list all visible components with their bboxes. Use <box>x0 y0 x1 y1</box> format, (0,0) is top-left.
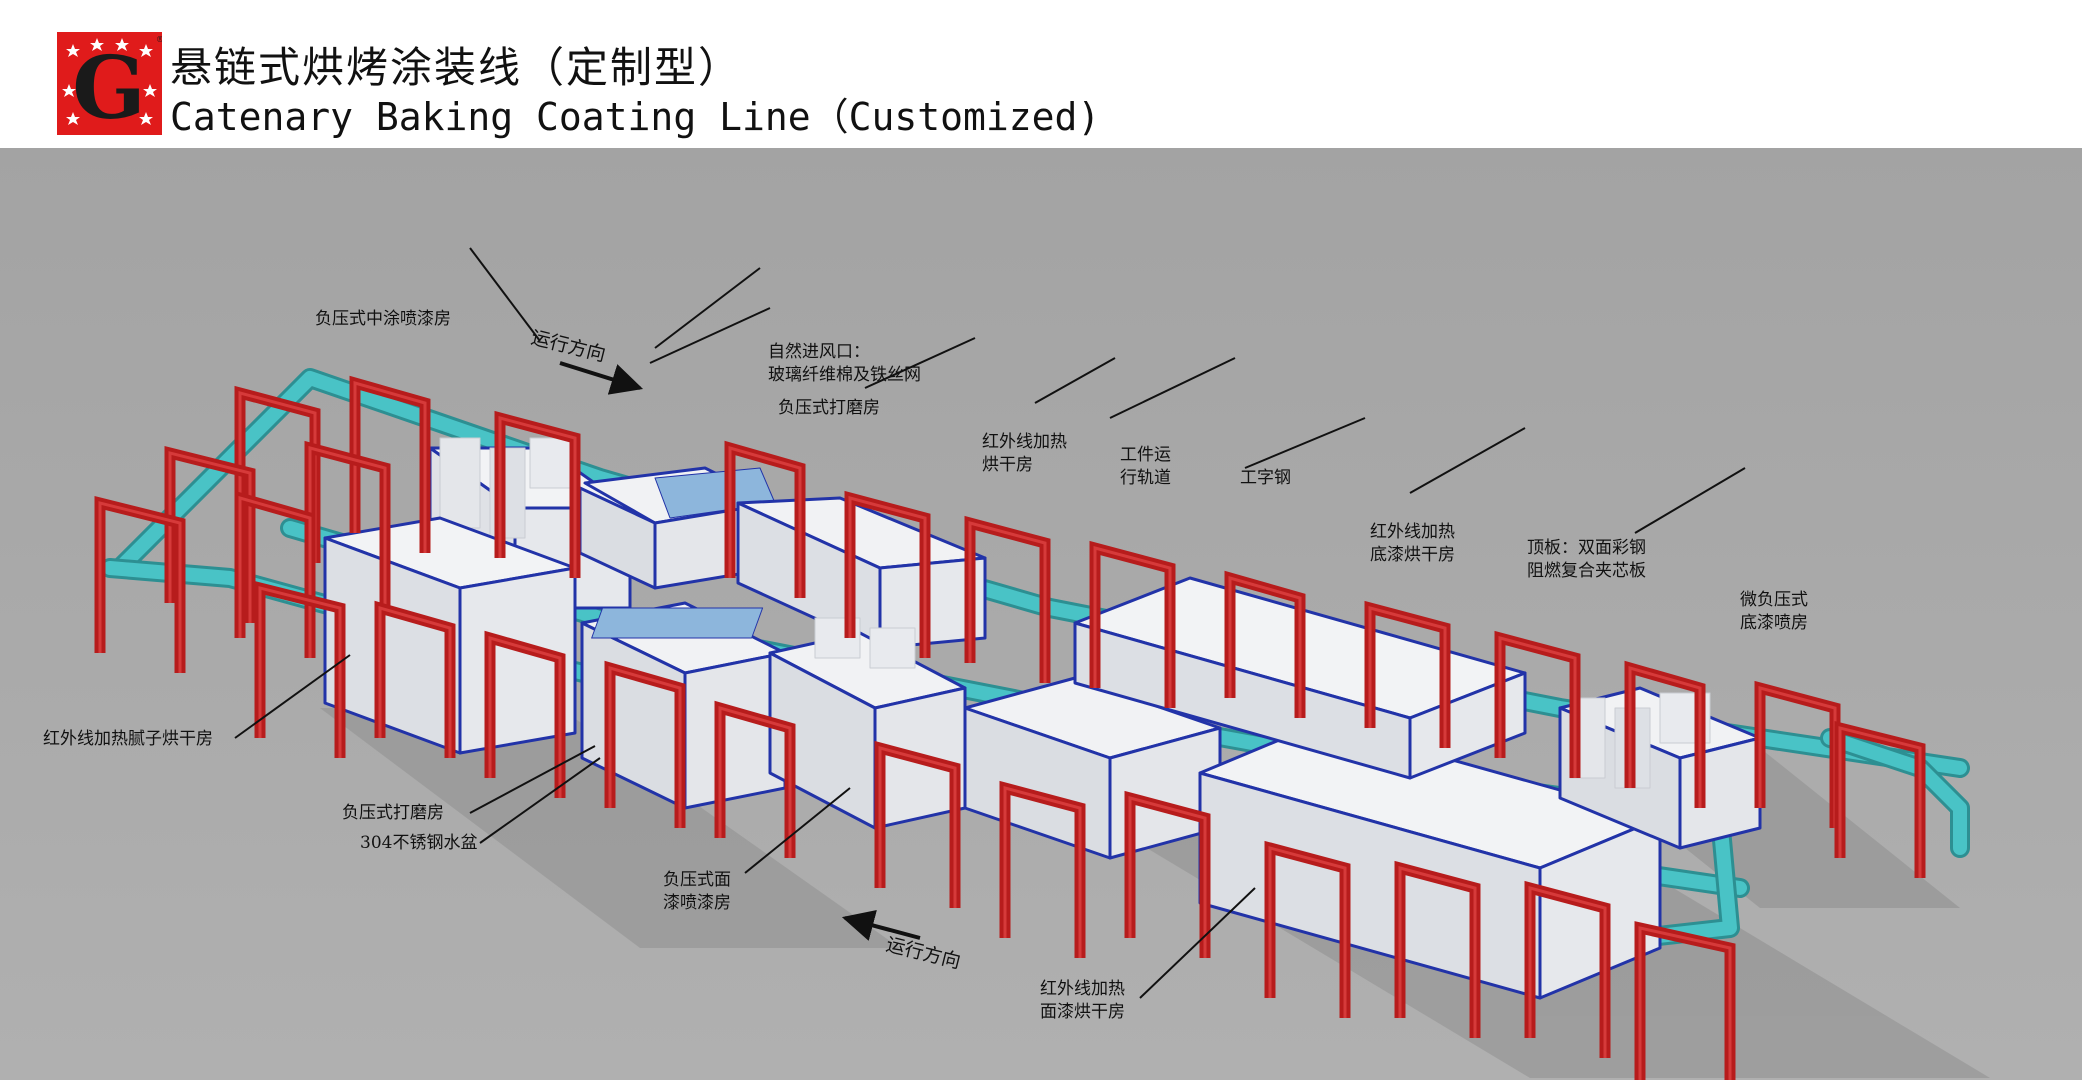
direction-arrow-bottom <box>841 909 921 941</box>
label-top-booth-line2: 漆喷漆房 <box>663 893 731 913</box>
steel-frame-highlight <box>1093 546 1172 708</box>
steel-frame-highlight <box>968 521 1047 683</box>
steel-frame-highlight <box>1368 606 1447 748</box>
label-ir-oven-line2: 烘干房 <box>982 455 1033 475</box>
label-top-booth-line1: 负压式面 <box>663 870 731 890</box>
steel-frame-highlight <box>1398 866 1477 1038</box>
logo-letter: G <box>72 38 145 135</box>
label-roof-line2: 阻燃复合夹芯板 <box>1527 561 1646 581</box>
label-primer-oven-line2: 底漆烘干房 <box>1370 545 1455 565</box>
label-track-line1: 工件运 <box>1120 445 1171 465</box>
label-water-tank: 304不锈钢水盆 <box>360 833 477 853</box>
label-primer-booth-line2: 底漆喷房 <box>1740 613 1808 633</box>
label-ir-oven-line1: 红外线加热 <box>982 432 1067 452</box>
steel-frame-highlight <box>98 501 182 673</box>
steel-frame-highlight <box>1003 786 1082 958</box>
steel-frame-highlight <box>848 496 927 658</box>
steel-frame-highlight <box>1498 636 1577 778</box>
label-air-inlet-line1: 自然进风口： <box>768 342 870 362</box>
direction-arrow-top <box>559 361 644 395</box>
label-top-oven-line1: 红外线加热 <box>1040 979 1125 999</box>
booth-top-coat <box>768 617 967 830</box>
label-primer-oven-line1: 红外线加热 <box>1370 522 1455 542</box>
header-bar: G ® 悬链式烘烤涂装线（定制型） Catenary Baking Coatin… <box>0 0 2082 148</box>
steel-frame-highlight <box>378 606 452 758</box>
label-primer-booth-line1: 微负压式 <box>1740 590 1808 610</box>
label-track-line2: 行轨道 <box>1120 468 1171 488</box>
steel-frame-highlight <box>1128 796 1207 958</box>
steel-frame-highlight <box>1838 726 1922 878</box>
title-chinese: 悬链式烘烤涂装线（定制型） <box>170 43 743 92</box>
steel-frame-highlight <box>498 416 577 578</box>
steel-frame-highlight <box>718 706 792 858</box>
label-sanding-bottom: 负压式打磨房 <box>342 803 444 823</box>
steel-frame-highlight <box>878 746 957 908</box>
company-logo: G ® <box>57 32 162 135</box>
steel-frame-highlight <box>168 451 252 623</box>
steel-frame-highlight <box>728 446 802 598</box>
steel-frames <box>94 375 1926 1080</box>
callout-labels: 负压式中涂喷漆房 自然进风口： 玻璃纤维棉及铁丝网 负压式打磨房 红外线加热 烘… <box>43 309 1808 1022</box>
steel-frame-highlight <box>1638 926 1732 1080</box>
steel-frame-highlight <box>238 496 312 658</box>
leader-lines <box>234 247 1746 999</box>
label-mid-paint-booth: 负压式中涂喷漆房 <box>315 309 451 329</box>
coating-line-diagram: 运行方向 运行方向 负压式中涂喷漆房 自然进风口： 玻璃纤维棉及铁丝网 负压式打… <box>0 148 2082 1080</box>
steel-frame-highlight <box>608 666 682 828</box>
label-air-inlet-line2: 玻璃纤维棉及铁丝网 <box>768 365 921 385</box>
steel-frame-highlight <box>1528 886 1607 1058</box>
label-sanding-top: 负压式打磨房 <box>778 398 880 418</box>
svg-text:®: ® <box>156 35 162 44</box>
steel-frame-highlight <box>1268 846 1347 1018</box>
steel-frame-highlight <box>1228 576 1302 718</box>
steel-frame-highlight <box>258 586 342 758</box>
label-roof-line1: 顶板：双面彩钢 <box>1527 538 1646 558</box>
label-i-beam: 工字钢 <box>1240 468 1291 488</box>
steel-frame-highlight <box>488 636 562 798</box>
title-english: Catenary Baking Coating Line（Customized) <box>170 95 1101 139</box>
label-putty-oven: 红外线加热腻子烘干房 <box>43 729 213 749</box>
steel-frame-highlight <box>1628 666 1702 808</box>
booth-sanding-bottom <box>580 601 787 810</box>
label-top-oven-line2: 面漆烘干房 <box>1040 1002 1125 1022</box>
